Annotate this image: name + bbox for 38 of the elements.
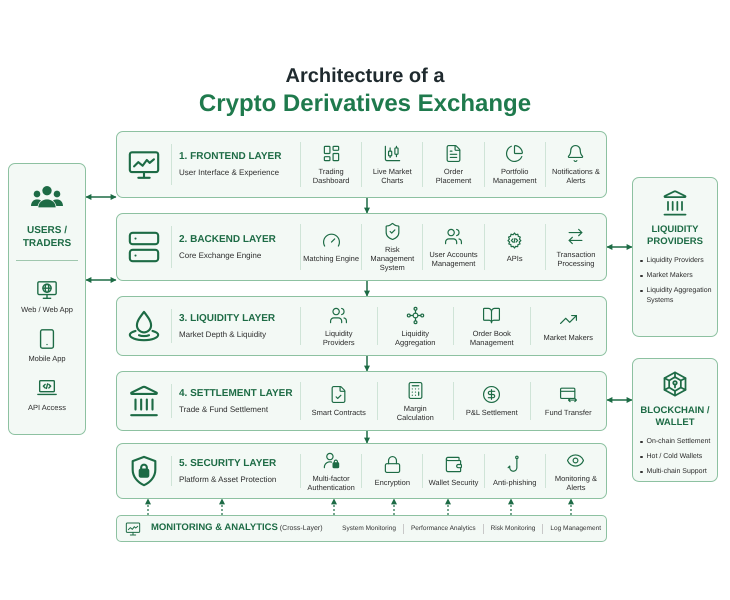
arrow bbox=[364, 198, 370, 214]
arrow bbox=[606, 397, 633, 403]
layer-panel bbox=[116, 213, 607, 281]
layer-subtitle: Core Exchange Engine bbox=[179, 250, 262, 260]
arrow bbox=[364, 356, 370, 372]
panel-heading: LIQUIDITY PROVIDERS bbox=[646, 224, 704, 248]
dashed-arrow bbox=[508, 498, 514, 515]
panel-heading: BLOCKCHAIN / WALLET bbox=[639, 405, 711, 429]
panel-heading: USERS / TRADERS bbox=[22, 224, 72, 250]
dashed-arrow bbox=[145, 498, 151, 515]
layer-title: 2. BACKEND LAYER bbox=[179, 234, 277, 246]
side-panel bbox=[632, 177, 718, 337]
arrow bbox=[85, 277, 117, 283]
dashed-arrow bbox=[391, 498, 397, 515]
monitoring-bar bbox=[116, 515, 607, 542]
layer-subtitle: User Interface & Experience bbox=[179, 168, 280, 178]
dashed-arrow bbox=[219, 498, 225, 515]
layer-title: 3. LIQUIDITY LAYER bbox=[179, 312, 276, 324]
layer-panel bbox=[116, 443, 607, 499]
dashed-arrow bbox=[445, 498, 451, 515]
layer-panel bbox=[116, 371, 607, 431]
arrow bbox=[85, 194, 117, 200]
arrow bbox=[364, 431, 370, 444]
arrow bbox=[606, 244, 633, 250]
layer-title: 4. SETTLEMENT LAYER bbox=[179, 388, 294, 400]
layer-title: 5. SECURITY LAYER bbox=[179, 458, 278, 470]
layer-title: 1. FRONTEND LAYER bbox=[179, 151, 282, 163]
layer-panel bbox=[116, 131, 607, 198]
dashed-arrow bbox=[331, 498, 337, 515]
layer-subtitle: Market Depth & Liquidity bbox=[179, 330, 268, 340]
title: Architecture of a Crypto Derivatives Exchange bbox=[198, 64, 532, 119]
dashed-arrow bbox=[568, 498, 574, 515]
layer-subtitle: Platform & Asset Protection bbox=[179, 474, 278, 484]
side-panel bbox=[632, 358, 718, 482]
layer-panel bbox=[116, 296, 607, 356]
layer-subtitle: Trade & Fund Settlement bbox=[179, 404, 270, 414]
arrow bbox=[364, 281, 370, 297]
users-panel bbox=[8, 163, 86, 435]
